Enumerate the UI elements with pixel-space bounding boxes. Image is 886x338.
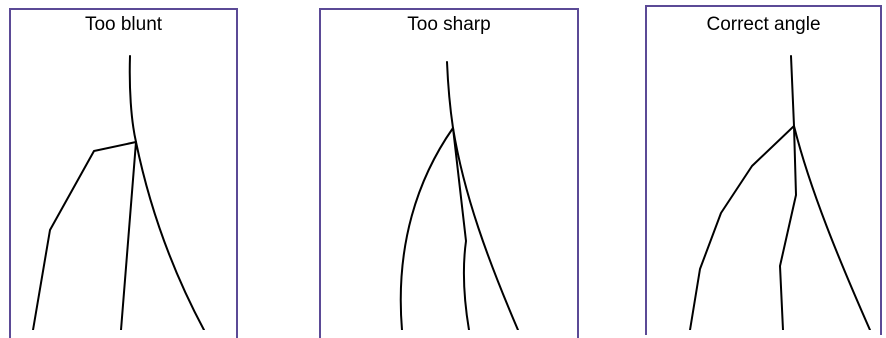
panel-title: Too sharp [407,14,491,35]
panel-correct-angle: Correct angle [645,5,882,335]
panel-title: Too blunt [84,14,163,35]
panel-too-blunt: Too blunt [9,8,238,338]
panel-title: Correct angle [706,14,821,35]
panel-too-sharp: Too sharp [319,8,579,338]
